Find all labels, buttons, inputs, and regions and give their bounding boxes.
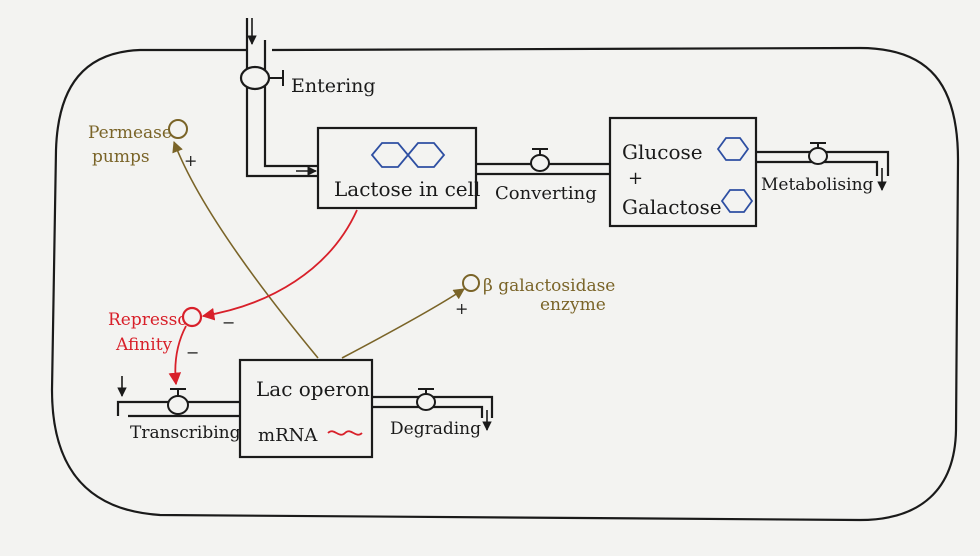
degrading-valve-icon <box>416 388 436 411</box>
lactose-molecule-icon <box>370 142 446 168</box>
repressor-to-transcribing-link <box>168 325 187 386</box>
lac-operon-to-beta-link <box>341 288 465 359</box>
lactose-stock-label: Lactose in cell <box>334 177 480 201</box>
lac-operon-to-permease-link <box>172 140 319 359</box>
repressor-label-line2: Afinity <box>115 335 173 355</box>
beta-galactosidase-label-line1: β galactosidase <box>483 276 615 296</box>
beta-galactosidase-node <box>462 274 480 292</box>
repressor-polarity-in: − <box>222 313 235 332</box>
metabolising-valve-icon <box>808 142 828 165</box>
transcribing-pipe <box>116 400 240 418</box>
repressor-polarity-out: − <box>186 343 199 362</box>
transcribing-valve-icon <box>167 388 189 415</box>
cell-boundary <box>50 46 960 522</box>
metabolising-pipe <box>756 150 890 176</box>
degrading-pipe <box>372 395 494 418</box>
glucose-molecule-icon <box>716 137 750 161</box>
repressor-label-line1: Repressor <box>108 310 197 330</box>
converting-label: Converting <box>495 183 597 204</box>
lactose-to-repressor-link <box>201 209 358 321</box>
converting-valve-icon <box>530 148 550 172</box>
mrna-label: mRNA <box>258 425 318 446</box>
beta-galactosidase-label-line2: enzyme <box>540 295 606 315</box>
permease-label-line1: Permease <box>88 123 172 143</box>
galactose-molecule-icon <box>720 189 754 213</box>
metabolising-label: Metabolising <box>761 175 874 195</box>
entering-label: Entering <box>291 75 376 97</box>
plus-label: + <box>628 168 643 189</box>
lac-operon-label: Lac operon <box>256 377 370 401</box>
entering-pipe <box>245 18 318 178</box>
permease-polarity: + <box>184 151 197 170</box>
permease-label-line2: pumps <box>92 147 150 167</box>
degrading-label: Degrading <box>390 419 481 439</box>
glucose-label: Glucose <box>622 140 703 164</box>
permease-node <box>168 119 188 139</box>
glucose-galactose-stock-box <box>608 116 758 228</box>
mrna-squiggle-icon <box>327 430 363 436</box>
lac-operon-stock-box <box>238 358 374 459</box>
transcribing-label: Transcribing <box>130 423 241 443</box>
beta-galactosidase-polarity: + <box>455 299 468 318</box>
lactose-stock-box <box>316 126 478 210</box>
entering-valve-icon <box>239 65 284 91</box>
repressor-node <box>181 306 203 328</box>
galactose-label: Galactose <box>622 195 722 219</box>
